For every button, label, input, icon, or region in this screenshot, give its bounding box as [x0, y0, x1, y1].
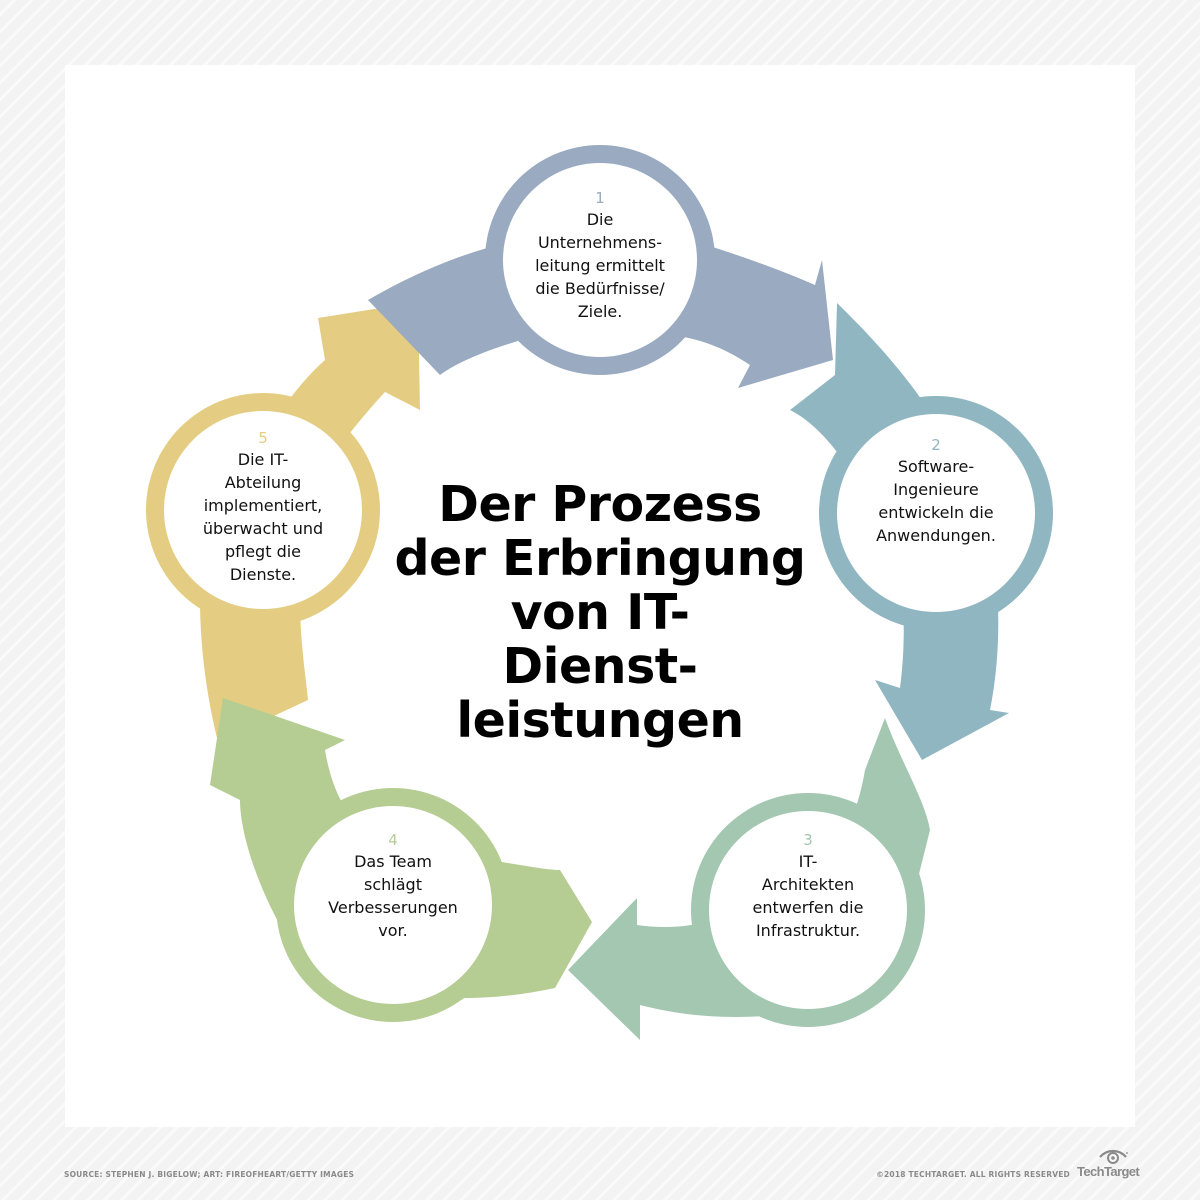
- step-description: Software- Ingenieure entwickeln die Anwe…: [876, 457, 996, 545]
- circle-step-2: [819, 396, 1053, 630]
- logo-wordmark: TechTarget: [1077, 1164, 1140, 1179]
- step-description: IT- Architekten entwerfen die Infrastruk…: [752, 852, 864, 940]
- step-number: 5: [258, 429, 268, 447]
- arrow-step-5: [200, 302, 420, 742]
- step-2: 2 Software- Ingenieure entwickeln die An…: [841, 435, 1031, 547]
- step-description: Die IT- Abteilung implementiert, überwac…: [202, 450, 324, 584]
- step-4: 4 Das Team schlägt Verbesserungen vor.: [298, 830, 488, 942]
- circle-step-5: [146, 393, 380, 627]
- step-number: 1: [595, 189, 605, 207]
- step-number: 4: [388, 831, 398, 849]
- eye-icon: [1099, 1149, 1128, 1164]
- circle-step-3: [691, 793, 925, 1027]
- step-number: 3: [803, 831, 813, 849]
- diagram-title: Der Prozess der Erbringung von IT- Diens…: [394, 476, 806, 749]
- step-3: 3 IT- Architekten entwerfen die Infrastr…: [713, 830, 903, 942]
- copyright-notice: ©2018 TECHTARGET. ALL RIGHTS RESERVED: [876, 1170, 1070, 1179]
- techtarget-logo: TechTarget: [1077, 1148, 1140, 1182]
- circle-step-4: [276, 788, 510, 1022]
- source-credit: SOURCE: STEPHEN J. BIGELOW; ART: FIREOFH…: [64, 1170, 355, 1179]
- step-description: Die Unternehmens- leitung ermittelt die …: [535, 210, 665, 321]
- step-5: 5 Die IT- Abteilung implementiert, überw…: [168, 428, 358, 586]
- step-description: Das Team schlägt Verbesserungen vor.: [328, 852, 458, 940]
- step-1: 1 Die Unternehmens- leitung ermittelt di…: [505, 188, 695, 323]
- step-number: 2: [931, 436, 941, 454]
- circle-step-1: [485, 145, 715, 375]
